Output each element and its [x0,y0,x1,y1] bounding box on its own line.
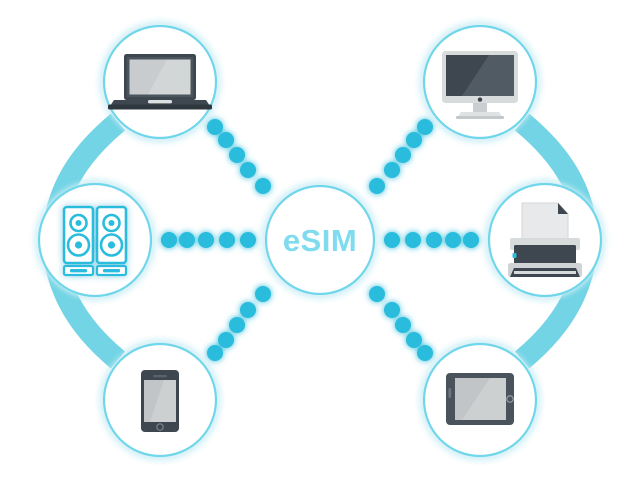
connector-printer [384,232,479,248]
connector-speakers [161,232,256,248]
tablet-icon [446,373,514,425]
speakers-icon [62,205,128,277]
node-smartphone[interactable] [102,342,218,458]
node-speakers[interactable] [37,182,153,298]
connector-tablet [369,286,433,361]
node-monitor[interactable] [422,24,538,140]
node-tablet[interactable] [422,342,538,458]
node-laptop[interactable] [102,24,218,140]
center-circle [264,184,376,296]
connector-smartphone [207,286,271,361]
laptop-icon [108,54,212,110]
esim-label: eSIM [283,223,357,258]
monitor-icon [442,51,518,119]
node-circle-speakers [37,182,153,298]
connector-laptop [207,119,271,194]
smartphone-icon [141,370,179,432]
connector-monitor [369,119,433,194]
node-printer[interactable] [487,182,603,298]
printer-icon [508,202,582,277]
center-node-esim[interactable]: eSIM [264,184,376,296]
